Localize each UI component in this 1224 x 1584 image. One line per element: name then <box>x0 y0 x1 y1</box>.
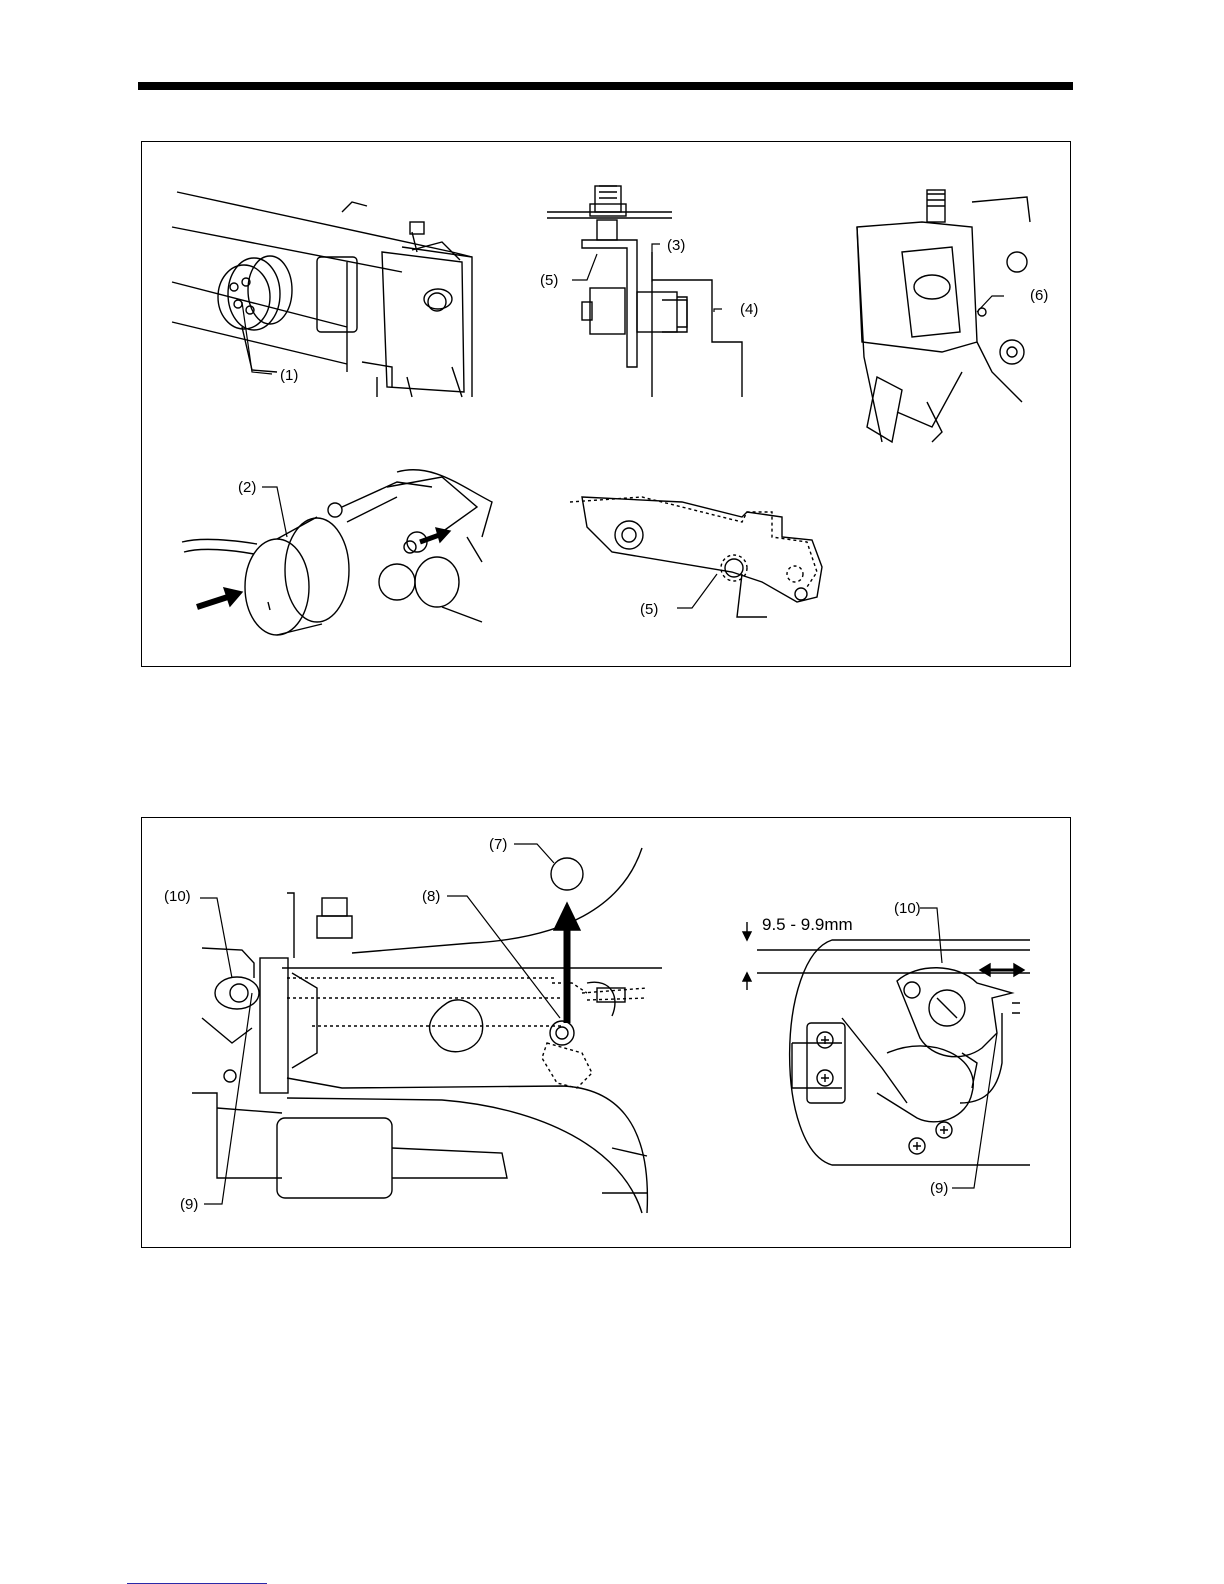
callout-10-left: (10) <box>164 888 191 905</box>
motor-assembly-illustration <box>182 470 492 635</box>
machine-arm-pulley-illustration <box>172 192 472 397</box>
machine-head-illustration <box>857 190 1030 442</box>
push-arrow-right-head <box>436 528 450 542</box>
face-plate <box>260 958 288 1093</box>
figure-lower-illustrations: (7) (8) (10) (9) (10) (9) 9.5 - 9.9mm <box>142 818 1072 1249</box>
dimension-arrow-top <box>743 932 751 940</box>
callout-8: (8) <box>422 888 440 905</box>
bracket-cross-section-illustration <box>547 186 742 397</box>
callout-7: (7) <box>489 836 507 853</box>
callout-9-left: (9) <box>180 1196 198 1213</box>
figure-panel-upper: (1) (2) (3) (4) (5) (5) (6) <box>141 141 1071 667</box>
callout-10-right: (10) <box>894 900 921 917</box>
header-rule <box>138 82 1073 90</box>
callout-3: (3) <box>667 237 685 254</box>
lever-plate-illustration <box>570 497 822 617</box>
adjust-arrow-left-head <box>980 964 990 976</box>
dimension-arrow-bottom <box>743 973 751 981</box>
callout-leaders-lower <box>200 844 997 1204</box>
push-arrow-left-head <box>224 588 242 606</box>
callout-9-right: (9) <box>930 1180 948 1197</box>
callout-5-bottom: (5) <box>640 601 658 618</box>
callout-2: (2) <box>238 479 256 496</box>
adjust-arrow-right-head <box>1014 964 1024 976</box>
reference-circle-7 <box>551 858 583 890</box>
dimension-label: 9.5 - 9.9mm <box>762 915 853 934</box>
figure-upper-illustrations: (1) (2) (3) (4) (5) (5) (6) <box>142 142 1072 668</box>
callout-1: (1) <box>280 367 298 384</box>
lift-arrow-head <box>554 903 580 930</box>
callout-4: (4) <box>740 301 758 318</box>
figure-panel-lower: (7) (8) (10) (9) (10) (9) 9.5 - 9.9mm <box>141 817 1071 1248</box>
callout-6: (6) <box>1030 287 1048 304</box>
callout-5-top: (5) <box>540 272 558 289</box>
